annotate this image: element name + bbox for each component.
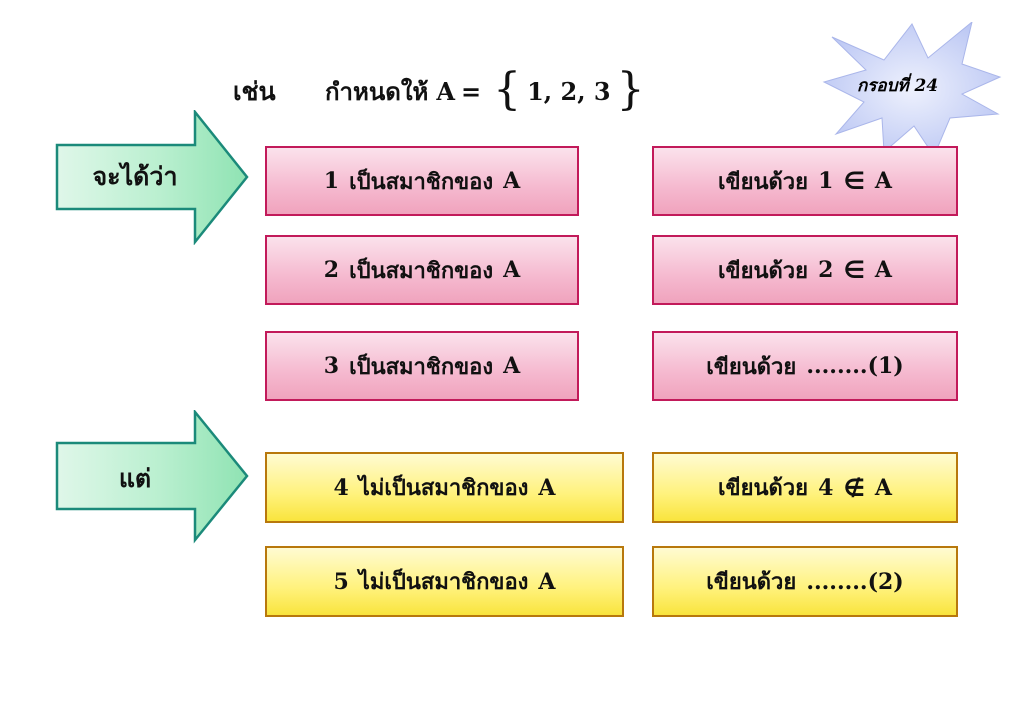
non-member-statement-box: 5 ไม่เป็นสมาชิกของ A — [265, 546, 624, 617]
statement-text: เป็นสมาชิกของ — [349, 168, 494, 195]
member-statement-box: 1 เป็นสมาชิกของ A — [265, 146, 579, 216]
given-text: กำหนดให้ — [325, 77, 429, 106]
set-elements: 1, 2, 3 — [527, 77, 611, 106]
statement-number: 1 — [323, 168, 340, 194]
notation-set: A — [874, 257, 892, 283]
frame-number-badge: กรอบที่ 24 — [857, 76, 939, 96]
statement-number: 4 — [333, 474, 349, 501]
notation-box: เขียนด้วย ........(1) — [652, 331, 958, 401]
notation-blank: ........(1) — [806, 353, 904, 379]
statement-text: ไม่เป็นสมาชิกของ — [358, 475, 529, 501]
set-name: A — [436, 77, 455, 106]
notation-box: เขียนด้วย 4 ∉ A — [652, 452, 958, 523]
non-member-statement-box: 4 ไม่เป็นสมาชิกของ A — [265, 452, 624, 523]
statement-text: เป็นสมาชิกของ — [349, 257, 494, 284]
close-brace: } — [616, 63, 645, 115]
notation-prefix: เขียนด้วย — [718, 257, 809, 284]
statement-number: 3 — [323, 353, 340, 379]
notation-prefix: เขียนด้วย — [718, 475, 809, 501]
statement-set: A — [503, 353, 521, 379]
notation-element: 2 — [818, 257, 834, 283]
notation-box: เขียนด้วย ........(2) — [652, 546, 958, 617]
open-brace: { — [493, 63, 522, 115]
notation-element: 4 — [818, 474, 834, 501]
notation-element: 1 — [818, 168, 834, 194]
arrow-label-but: แต่ — [118, 464, 152, 493]
statement-set: A — [503, 168, 521, 194]
equals-sign: = — [460, 77, 482, 106]
set-definition: กำหนดให้ A = { 1, 2, 3 } — [325, 63, 651, 115]
arrow-right-icon — [55, 410, 249, 544]
statement-number: 2 — [323, 257, 340, 283]
star-burst-icon — [822, 22, 1002, 157]
notation-set: A — [874, 168, 892, 194]
notation-box: เขียนด้วย 1 ∈ A — [652, 146, 958, 216]
statement-set: A — [538, 568, 556, 595]
statement-set: A — [503, 257, 521, 283]
example-label: เช่น — [233, 77, 276, 106]
notation-box: เขียนด้วย 2 ∈ A — [652, 235, 958, 305]
notation-prefix: เขียนด้วย — [706, 353, 797, 380]
arrow-label-therefore: จะได้ว่า — [92, 162, 178, 191]
element-of-icon: ∈ — [843, 167, 865, 195]
statement-text: เป็นสมาชิกของ — [349, 353, 494, 380]
element-of-icon: ∈ — [843, 256, 865, 284]
arrow-right-icon — [55, 110, 249, 245]
notation-blank: ........(2) — [806, 568, 904, 595]
not-element-of-icon: ∉ — [843, 473, 865, 502]
member-statement-box: 3 เป็นสมาชิกของ A — [265, 331, 579, 401]
notation-prefix: เขียนด้วย — [718, 168, 809, 195]
notation-prefix: เขียนด้วย — [706, 569, 797, 595]
statement-number: 5 — [333, 568, 349, 595]
statement-set: A — [538, 474, 556, 501]
notation-set: A — [874, 474, 892, 501]
statement-text: ไม่เป็นสมาชิกของ — [358, 569, 529, 595]
member-statement-box: 2 เป็นสมาชิกของ A — [265, 235, 579, 305]
